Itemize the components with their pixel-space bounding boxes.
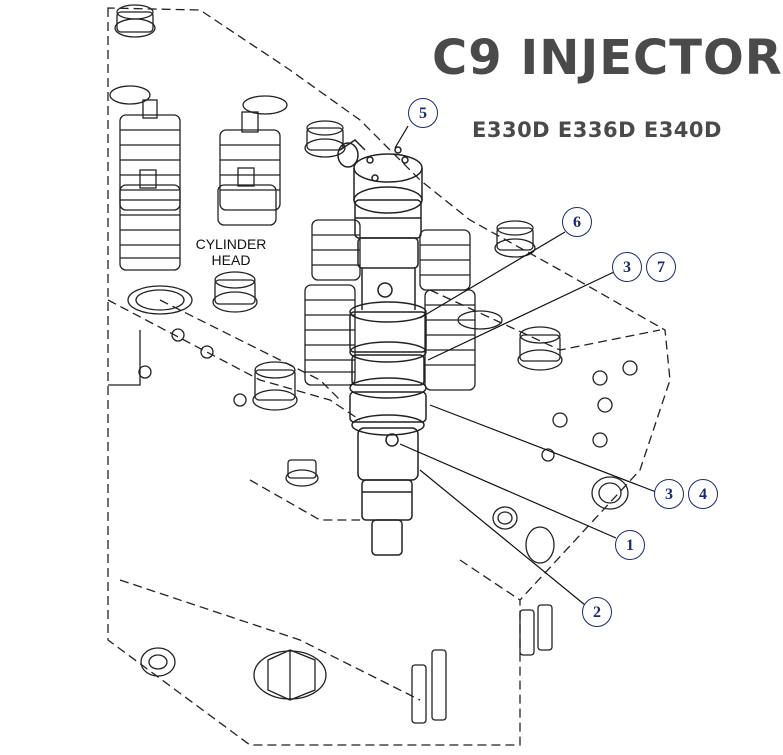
callout-2: 2 [582, 597, 612, 627]
head-bolt-4 [212, 271, 258, 313]
engine-line-drawing [107, 4, 671, 746]
callout-5: 5 [408, 98, 438, 128]
callout-3-lower: 3 [654, 479, 684, 509]
cylinder-head-label-line1: CYLINDER [195, 236, 267, 252]
page-title: C9 INJECTOR [432, 30, 783, 86]
head-bolt-1 [114, 4, 156, 38]
cylinder-head-label: CYLINDER HEAD [186, 236, 276, 268]
head-bolt-5 [252, 361, 298, 411]
head-block-outline [107, 7, 671, 746]
callout-1: 1 [615, 530, 645, 560]
head-bolt-3 [494, 220, 536, 258]
valve-spring-group-center [304, 219, 476, 391]
bottom-studs [411, 604, 553, 724]
valve-seat-left [127, 285, 193, 315]
model-subtitle: E330D E336D E340D [472, 118, 722, 142]
callout-7: 7 [646, 252, 676, 282]
callout-6: 6 [562, 207, 592, 237]
injector [337, 139, 427, 556]
callout-4: 4 [688, 479, 718, 509]
cylinder-head-label-line2: HEAD [211, 252, 251, 268]
head-bolt-2 [304, 120, 346, 158]
bottom-hex-bolt [253, 649, 327, 701]
head-bolt-7 [285, 459, 319, 487]
diagram-canvas: C9 INJECTOR E330D E336D E340D CYLINDER H… [107, 4, 782, 746]
callout-3-upper: 3 [612, 252, 642, 282]
valve-spring-group-left [119, 99, 281, 271]
leader-lines [394, 125, 657, 606]
head-bolt-6 [517, 326, 563, 371]
